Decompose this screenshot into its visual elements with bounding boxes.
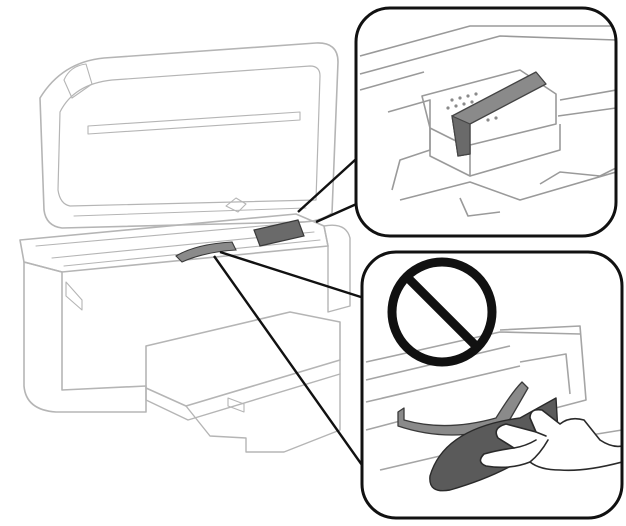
inset-bottom-tape xyxy=(397,381,529,436)
printer-side-panel xyxy=(323,224,351,313)
inset-top-ledge xyxy=(559,89,616,101)
callout-bottom-line-1 xyxy=(219,250,365,300)
inset-bottom-rail-3 xyxy=(365,365,521,403)
hand-icon xyxy=(479,408,622,472)
inset-top xyxy=(354,6,618,238)
inset-bottom-frame xyxy=(360,250,624,520)
front-panel-slot xyxy=(65,281,83,311)
inset-bottom-housing xyxy=(499,325,587,411)
inset-top-rail-1 xyxy=(359,25,616,57)
inset-top-notch xyxy=(539,167,616,185)
inset-top-frame-bg xyxy=(356,8,616,236)
tray-extension xyxy=(185,373,341,453)
inset-bottom-housing-inner xyxy=(519,353,571,395)
no-symbol-icon xyxy=(387,257,497,367)
inset-top-slot xyxy=(459,197,501,217)
scanner-lid-inner xyxy=(57,65,321,207)
carriage-tape xyxy=(253,219,305,247)
callout-bottom-line-2 xyxy=(213,255,375,483)
inset-top-carriage-side xyxy=(469,124,561,177)
inset-top-rail-3 xyxy=(359,71,425,91)
lid-edge-line xyxy=(73,207,307,217)
rail-tape xyxy=(175,241,237,263)
inset-top-bracket xyxy=(387,99,431,191)
scanner-lid xyxy=(39,42,339,229)
scanner-lid-hinge-left xyxy=(63,63,93,99)
inset-top-ledge-2 xyxy=(557,107,616,117)
output-tray-front xyxy=(145,359,341,421)
inset-top-lower-frame xyxy=(399,171,616,201)
tray-stopper xyxy=(227,397,245,413)
carriage-rail-1 xyxy=(35,221,307,247)
printer-base xyxy=(23,261,147,413)
inset-top-rail-2 xyxy=(359,35,616,75)
printer-body xyxy=(19,42,351,453)
scanner-lid-glass-strip xyxy=(87,111,301,135)
inset-bottom xyxy=(360,250,624,520)
lid-support xyxy=(225,197,247,213)
inset-top-tape-fold xyxy=(451,115,471,157)
inset-top-frame xyxy=(354,6,618,238)
